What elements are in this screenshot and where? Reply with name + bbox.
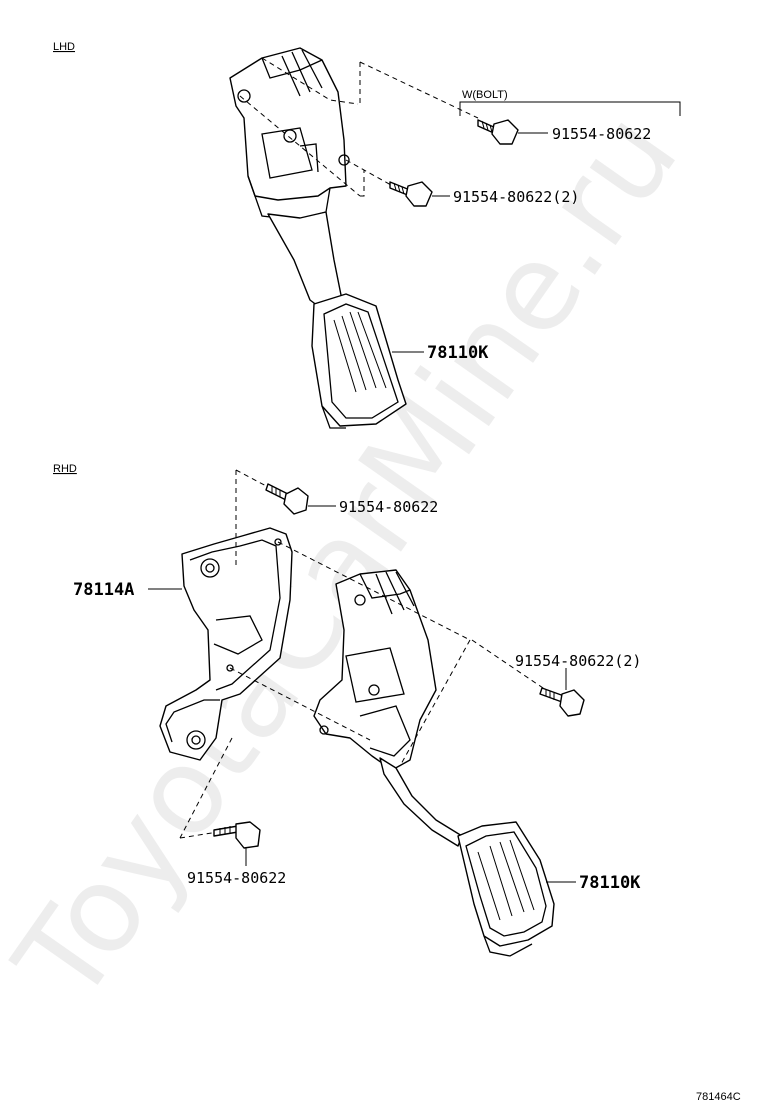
lhd-bolt-upper[interactable] [477,119,519,145]
rhd-bolt-top-label[interactable]: 91554-80622 [339,498,438,516]
bolt-group-label: W(BOLT) [462,89,508,101]
section-label-lhd: LHD [53,41,75,53]
rhd-bolt-right[interactable] [539,687,585,717]
section-label-rhd: RHD [53,463,77,475]
diagram-code: 781464C [696,1091,741,1103]
rhd-pedal-label[interactable]: 78110K [579,873,641,893]
rhd-bolt-bottom-label[interactable]: 91554-80622 [187,869,286,887]
lhd-bolt-lower-label[interactable]: 91554-80622(2) [453,188,579,206]
lhd-pedal-label[interactable]: 78110K [427,343,489,363]
rhd-bolt-right-label[interactable]: 91554-80622(2) [515,652,641,670]
rhd-pedal-assembly[interactable] [313,569,555,957]
rhd-bolt-top[interactable] [265,483,309,515]
lhd-bolt-upper-label[interactable]: 91554-80622 [552,125,651,143]
rhd-bracket[interactable] [159,527,293,761]
rhd-bracket-label[interactable]: 78114A [73,580,134,600]
rhd-bolt-bottom[interactable] [213,821,261,849]
lhd-bolt-lower[interactable] [389,181,433,207]
lhd-pedal-assembly[interactable] [229,47,407,429]
